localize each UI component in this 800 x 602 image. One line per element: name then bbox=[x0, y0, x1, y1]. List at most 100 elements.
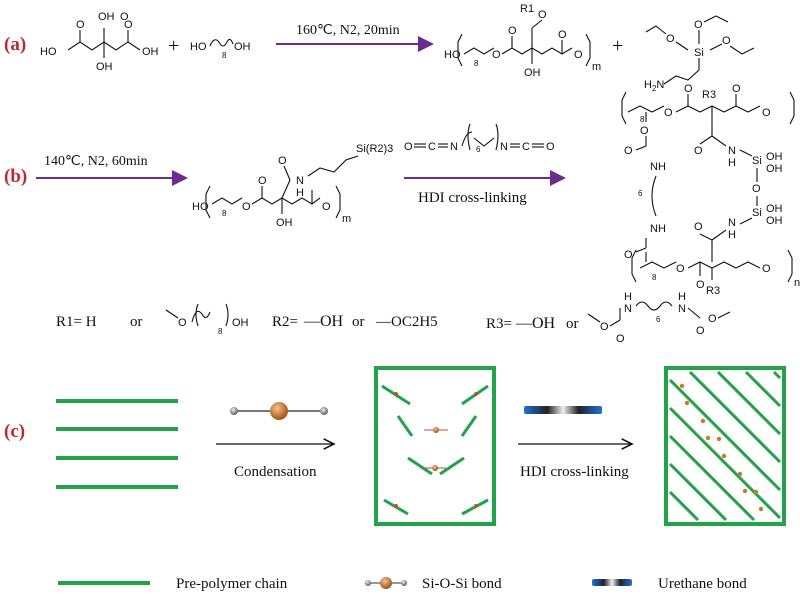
svg-text:8: 8 bbox=[652, 273, 657, 282]
svg-text:8: 8 bbox=[222, 209, 227, 218]
svg-text:OH: OH bbox=[766, 203, 783, 215]
r1-definition: R1= H bbox=[56, 314, 97, 330]
svg-text:HO: HO bbox=[190, 41, 207, 53]
svg-text:O: O bbox=[762, 263, 771, 275]
svg-text:O: O bbox=[120, 11, 129, 23]
svg-text:N: N bbox=[450, 141, 458, 153]
condensed-network bbox=[374, 366, 496, 526]
or-1: or bbox=[130, 314, 143, 330]
svg-text:O: O bbox=[546, 141, 555, 153]
svg-text:H2N: H2N bbox=[644, 79, 664, 93]
svg-text:8: 8 bbox=[222, 51, 227, 60]
r3-option-oh: —OH bbox=[515, 315, 556, 332]
svg-text:O: O bbox=[278, 155, 287, 167]
svg-text:N: N bbox=[624, 303, 632, 315]
svg-text:HO: HO bbox=[40, 46, 57, 58]
silane-grafted-prepolymer: HO 8 O O OH O N H Si(R2)3 O m bbox=[192, 143, 393, 229]
plus-sign-2: + bbox=[612, 35, 623, 57]
svg-text:OH: OH bbox=[232, 317, 249, 329]
svg-text:O: O bbox=[694, 221, 703, 233]
panel-label-b: (b) bbox=[4, 166, 27, 187]
svg-text:O: O bbox=[242, 201, 251, 213]
panel-label-a: (a) bbox=[4, 34, 26, 55]
svg-text:6: 6 bbox=[656, 315, 661, 324]
svg-text:Si: Si bbox=[752, 155, 762, 167]
svg-text:O: O bbox=[624, 145, 633, 157]
svg-text:NH: NH bbox=[650, 161, 666, 173]
svg-text:O: O bbox=[696, 325, 705, 337]
hdi-crosslinking-label-c: HDI cross-linking bbox=[520, 464, 629, 480]
r1-alternative-structure: O 8 OH bbox=[165, 303, 249, 336]
octanediol-structure: HO 8 OH bbox=[190, 38, 251, 60]
r1-label: R1 bbox=[520, 3, 534, 15]
si-o-si-icon bbox=[230, 402, 328, 420]
svg-text:O: O bbox=[616, 333, 625, 345]
svg-text:C: C bbox=[428, 141, 436, 153]
or-2: or bbox=[352, 314, 365, 330]
step-a-conditions: 160℃, N2, 20min bbox=[296, 23, 400, 38]
hdi-n6: 6 bbox=[476, 145, 481, 154]
svg-text:O: O bbox=[258, 175, 267, 187]
svg-text:O: O bbox=[178, 317, 187, 329]
crosslinked-network-structure: 8 O O R3 O O O N H Si OH OH O Si OH OH N… bbox=[621, 83, 800, 297]
svg-text:8: 8 bbox=[218, 327, 223, 336]
legend-urethane-swatch bbox=[592, 579, 632, 586]
svg-text:OH: OH bbox=[98, 11, 115, 23]
svg-text:OH: OH bbox=[142, 46, 159, 58]
svg-text:O: O bbox=[508, 25, 517, 37]
svg-text:Si: Si bbox=[752, 207, 762, 219]
prepolymer-product-a: HO 8 O O O R1 OH O O m bbox=[444, 3, 601, 79]
svg-text:O: O bbox=[752, 183, 761, 195]
or-3: or bbox=[566, 316, 579, 332]
svg-text:OH: OH bbox=[766, 151, 783, 163]
repeat-n: n bbox=[794, 277, 800, 289]
svg-text:O: O bbox=[676, 263, 685, 275]
svg-text:O: O bbox=[684, 83, 693, 95]
svg-text:OH: OH bbox=[524, 67, 541, 79]
svg-text:N: N bbox=[296, 175, 304, 187]
svg-text:O: O bbox=[76, 19, 85, 31]
repeat-m-b: m bbox=[342, 213, 351, 225]
panel-label-c: (c) bbox=[4, 421, 25, 442]
legend-si-o-si-swatch bbox=[365, 577, 407, 589]
svg-text:N: N bbox=[500, 141, 508, 153]
svg-text:N: N bbox=[728, 145, 736, 157]
svg-text:H: H bbox=[728, 157, 736, 169]
step-b-conditions: 140℃, N2, 60min bbox=[44, 154, 148, 169]
r2-option-oh: —OH bbox=[303, 313, 344, 330]
legend-prepolymer-label: Pre-polymer chain bbox=[176, 576, 288, 592]
svg-text:HO: HO bbox=[192, 201, 209, 213]
condensation-label: Condensation bbox=[234, 464, 317, 480]
r3-top: R3 bbox=[702, 89, 716, 101]
svg-text:O: O bbox=[694, 19, 703, 31]
aptes-structure: Si O O O H2N bbox=[644, 15, 755, 93]
legend-siosi-label: Si-O-Si bond bbox=[422, 576, 502, 592]
r2-definition: R2= bbox=[272, 314, 298, 330]
linear-prepolymer-chains bbox=[56, 399, 178, 489]
hdi-crosslinking-label: HDI cross-linking bbox=[418, 190, 527, 206]
svg-text:O: O bbox=[574, 49, 583, 61]
r3-definition: R3= bbox=[486, 316, 512, 332]
svg-text:N: N bbox=[678, 303, 686, 315]
svg-text:O: O bbox=[492, 49, 501, 61]
hdi-structure: O C N 6 N C O bbox=[404, 123, 555, 154]
svg-text:O: O bbox=[762, 107, 771, 119]
svg-text:OH: OH bbox=[276, 217, 293, 229]
svg-text:O: O bbox=[404, 141, 413, 153]
substituent-definitions: R1= H or O 8 OH R2= —OH or —OC2H5 R3= —O… bbox=[56, 291, 731, 345]
legend-urethane-label: Urethane bond bbox=[658, 576, 747, 592]
svg-text:OH: OH bbox=[766, 163, 783, 175]
urethane-n6: 6 bbox=[638, 189, 643, 198]
svg-text:OH: OH bbox=[96, 61, 113, 73]
plus-sign-1: + bbox=[168, 35, 179, 57]
svg-text:O: O bbox=[538, 9, 547, 21]
svg-text:O: O bbox=[624, 249, 633, 261]
svg-text:O: O bbox=[322, 201, 331, 213]
svg-text:Si: Si bbox=[694, 47, 704, 59]
svg-text:OH: OH bbox=[766, 215, 783, 227]
si-r2-label: Si(R2)3 bbox=[356, 143, 393, 155]
svg-text:8: 8 bbox=[474, 59, 479, 68]
svg-text:O: O bbox=[558, 29, 567, 41]
svg-text:H: H bbox=[728, 229, 736, 241]
